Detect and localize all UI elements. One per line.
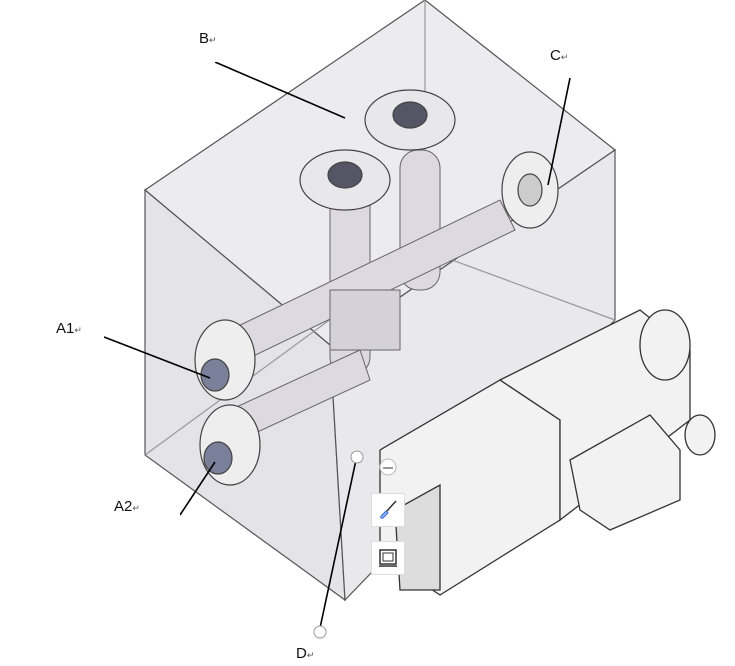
brush-icon bbox=[380, 500, 397, 519]
return-mark: ↵ bbox=[74, 325, 82, 335]
label-b: B↵ bbox=[185, 20, 245, 62]
label-d: D↵ bbox=[296, 645, 314, 662]
return-mark: ↵ bbox=[132, 503, 140, 513]
label-c: C↵ bbox=[535, 37, 602, 78]
directional-valve bbox=[379, 309, 716, 596]
leader-lines bbox=[103, 61, 571, 629]
flange-b bbox=[299, 89, 456, 211]
internal-passages bbox=[229, 149, 516, 441]
flange-c bbox=[501, 151, 559, 229]
label-a2-text: A2 bbox=[114, 498, 133, 515]
label-a1-text: A1 bbox=[56, 320, 75, 337]
label-c-text: C bbox=[550, 47, 561, 64]
label-a1: A1↵ bbox=[42, 308, 104, 365]
label-b-text: B bbox=[199, 30, 210, 47]
pen-tool-button[interactable] bbox=[371, 493, 405, 527]
leader-point-d-bottom bbox=[313, 625, 327, 639]
label-d-text: D bbox=[296, 645, 307, 662]
return-mark: ↵ bbox=[560, 52, 569, 62]
label-a2: A2↵ bbox=[100, 485, 180, 545]
return-mark: ↵ bbox=[306, 650, 315, 660]
leader-point-d-top bbox=[350, 450, 364, 464]
shape-tool-button[interactable] bbox=[371, 541, 405, 575]
flange-a1 bbox=[194, 319, 256, 401]
return-mark: ↵ bbox=[209, 35, 217, 45]
flange-a2 bbox=[199, 404, 261, 486]
square-frame-icon bbox=[379, 549, 397, 567]
